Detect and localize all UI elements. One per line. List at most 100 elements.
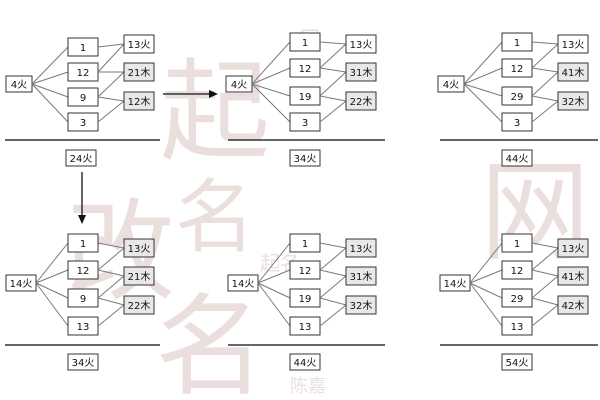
connector-line: [531, 304, 559, 327]
connector-line: [35, 282, 69, 327]
connector-line: [319, 95, 347, 102]
number-node-label: 3: [80, 118, 86, 129]
root-node-label: 14火: [10, 278, 33, 290]
connector-line: [31, 83, 69, 123]
number-node-label: 12: [299, 266, 312, 277]
root-node-label: 14火: [444, 278, 467, 290]
result-node-label: 12木: [128, 96, 151, 108]
connector-line: [35, 269, 69, 284]
connector-line: [319, 242, 347, 249]
connector-line: [257, 242, 291, 284]
result-node-label: 31木: [350, 67, 373, 79]
connector-line: [319, 43, 347, 69]
result-node-box: [345, 62, 377, 82]
connector-line: [97, 275, 125, 299]
total-label: 34火: [294, 153, 317, 165]
connector-line: [531, 269, 559, 277]
watermark-char-4: 名: [155, 283, 265, 400]
result-node-box: [345, 266, 377, 286]
result-node-label: 41木: [562, 271, 585, 283]
total-box: [501, 353, 533, 371]
total-label: 34火: [72, 357, 95, 369]
connector-line: [319, 67, 347, 73]
number-node-label: 3: [302, 118, 308, 129]
connector-line: [257, 282, 291, 327]
total-label: 54火: [506, 357, 529, 369]
connector-line: [31, 83, 69, 98]
number-node-label: 9: [80, 294, 86, 305]
root-node-label: 4火: [443, 79, 459, 91]
result-node-label: 22木: [128, 300, 151, 312]
result-node-box: [557, 238, 589, 258]
total-box: [501, 149, 533, 167]
connector-line: [469, 269, 503, 284]
connector-line: [251, 67, 291, 85]
watermark: 起 名 改 名 网 网 起名 陈嘉: [65, 26, 590, 400]
connector-line: [97, 71, 125, 98]
number-node-label: 19: [299, 92, 312, 103]
total-label: 44火: [506, 153, 529, 165]
connector-line: [531, 43, 559, 69]
root-node-label: 4火: [11, 79, 27, 91]
connector-line: [97, 269, 125, 277]
result-node-label: 31木: [350, 271, 373, 283]
root-node-label: 14火: [232, 278, 255, 290]
connector-line: [463, 83, 503, 123]
number-node-label: 12: [511, 266, 524, 277]
connector-label: 24火: [70, 153, 93, 165]
connector-line: [319, 297, 347, 306]
result-node-box: [123, 266, 155, 286]
result-node-box: [557, 34, 589, 54]
connector-line: [319, 41, 347, 45]
connector-line: [97, 297, 125, 306]
result-node-label: 41木: [562, 67, 585, 79]
total-box: [289, 353, 321, 371]
result-node-label: 21木: [128, 67, 151, 79]
connector-line: [531, 247, 559, 271]
number-node-label: 1: [80, 239, 86, 250]
connector-line: [35, 282, 69, 299]
number-node-label: 1: [80, 43, 86, 54]
result-node-label: 22木: [350, 96, 373, 108]
connector-line: [31, 71, 69, 85]
connector-line: [97, 96, 125, 102]
result-node-box: [345, 34, 377, 54]
total-box: [289, 149, 321, 167]
number-node-label: 1: [302, 239, 308, 250]
connector-line: [531, 242, 559, 249]
result-node-label: 13火: [128, 243, 151, 255]
result-node-label: 32木: [350, 300, 373, 312]
connector-line: [463, 67, 503, 85]
result-node-label: 21木: [128, 271, 151, 283]
total-label: 44火: [294, 357, 317, 369]
number-node-label: 1: [514, 38, 520, 49]
result-node-box: [123, 91, 155, 111]
connector-line: [469, 282, 503, 327]
result-node-label: 42木: [562, 300, 585, 312]
connector-line: [463, 83, 503, 97]
connector-line: [97, 100, 125, 123]
result-node-label: 13火: [350, 243, 373, 255]
connector-line: [251, 41, 291, 85]
connector-line: [257, 269, 291, 284]
connector-line: [319, 275, 347, 299]
result-node-box: [557, 295, 589, 315]
connector-line: [319, 71, 347, 97]
result-node-box: [345, 91, 377, 111]
number-node-label: 9: [80, 93, 86, 104]
connector-line: [531, 297, 559, 306]
result-node-box: [123, 295, 155, 315]
connector-line: [531, 100, 559, 123]
number-node-label: 1: [514, 239, 520, 250]
connector-line: [531, 71, 559, 97]
result-node-label: 13火: [562, 39, 585, 51]
result-node-box: [123, 34, 155, 54]
connector-line: [531, 67, 559, 73]
connector-label-box: [65, 149, 97, 167]
number-node-label: 12: [77, 266, 90, 277]
